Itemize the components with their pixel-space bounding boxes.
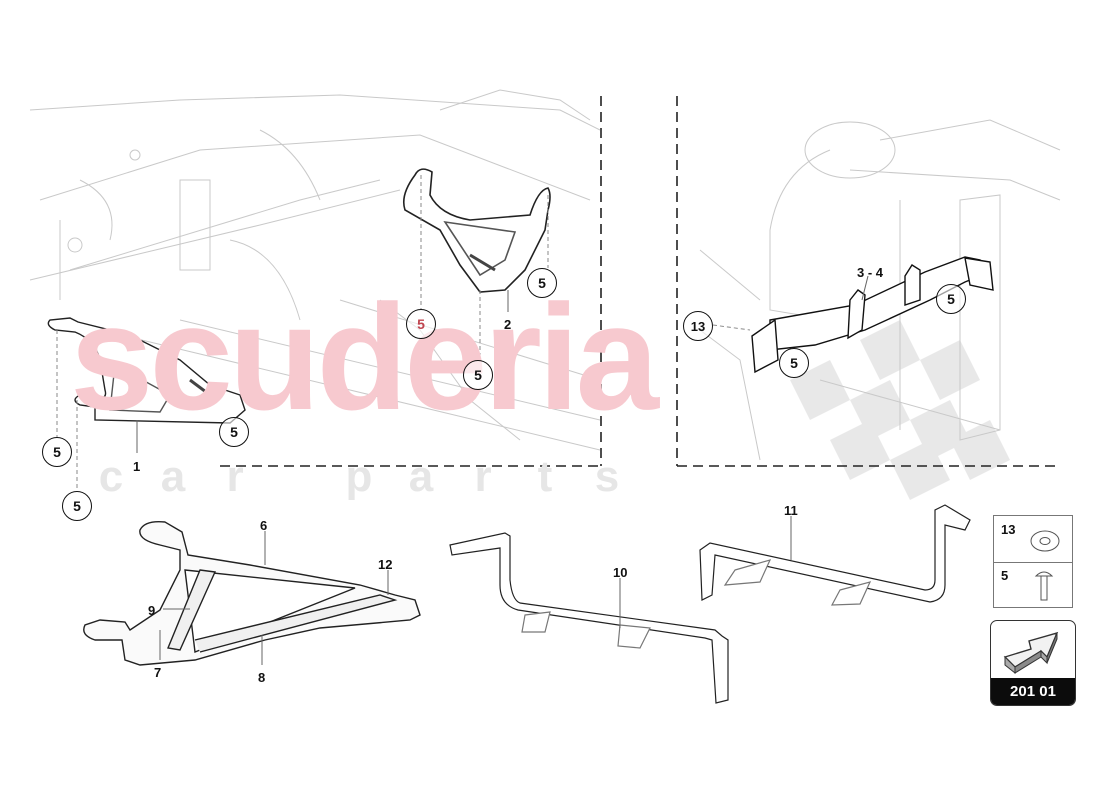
diagram-code: 201 01 [991, 678, 1075, 705]
watermark-letter: r [474, 452, 492, 501]
right-panel-frame [676, 96, 1060, 467]
callout-5[interactable]: 5 [219, 417, 249, 447]
callout-5[interactable]: 5 [406, 309, 436, 339]
part-2-bracket [402, 168, 551, 293]
watermark-letter: p [345, 452, 373, 501]
callout-5[interactable]: 5 [463, 360, 493, 390]
fastener-guide-lines [56, 175, 751, 491]
arrow-3d-icon [1003, 631, 1059, 675]
washer-icon [1030, 530, 1060, 552]
legend-number: 5 [1001, 568, 1009, 583]
leader-lines [136, 275, 869, 665]
left-panel-frame [220, 96, 602, 467]
navigation-button[interactable]: 201 01 [990, 620, 1076, 706]
bolt-icon [1034, 571, 1054, 601]
part-11-bracket [699, 504, 971, 606]
part-label-11[interactable]: 11 [784, 503, 798, 518]
legend-item-bolt[interactable]: 5 [994, 562, 1072, 608]
checkered-flag-watermark [790, 320, 1010, 500]
watermark-letter: a [160, 452, 186, 501]
part-label-6[interactable]: 6 [260, 518, 268, 533]
watermark-letter: t [537, 452, 553, 501]
callout-5[interactable]: 5 [936, 284, 966, 314]
callout-5[interactable]: 5 [779, 348, 809, 378]
chassis-background-left [29, 89, 601, 451]
callout-5[interactable]: 5 [62, 491, 92, 521]
part-1-bracket [47, 317, 246, 424]
chassis-background-right [699, 119, 1061, 461]
callout-5[interactable]: 5 [527, 268, 557, 298]
part-label-7[interactable]: 7 [154, 665, 162, 680]
callout-13[interactable]: 13 [683, 311, 713, 341]
watermark-letter: s [594, 452, 620, 501]
part-label-2[interactable]: 2 [504, 317, 512, 332]
part-label-8[interactable]: 8 [258, 670, 266, 685]
part-label-12[interactable]: 12 [378, 557, 393, 572]
watermark-letter: a [408, 452, 434, 501]
part-3-4-rail [751, 256, 994, 374]
part-label-1[interactable]: 1 [133, 459, 141, 474]
legend-item-washer[interactable]: 13 [994, 516, 1072, 563]
fastener-legend: 13 5 [993, 515, 1073, 608]
callout-5[interactable]: 5 [42, 437, 72, 467]
part-label-3-4[interactable]: 3 - 4 [857, 265, 884, 280]
legend-number: 13 [1001, 522, 1016, 537]
watermark-letter: c [98, 452, 124, 501]
part-label-10[interactable]: 10 [613, 565, 628, 580]
scuderia-watermark: scuderia [70, 273, 659, 441]
part-10-bracket [449, 532, 729, 704]
part-6-to-12-frame [83, 520, 421, 666]
watermark-letter: r [226, 452, 244, 501]
part-label-9[interactable]: 9 [148, 603, 156, 618]
